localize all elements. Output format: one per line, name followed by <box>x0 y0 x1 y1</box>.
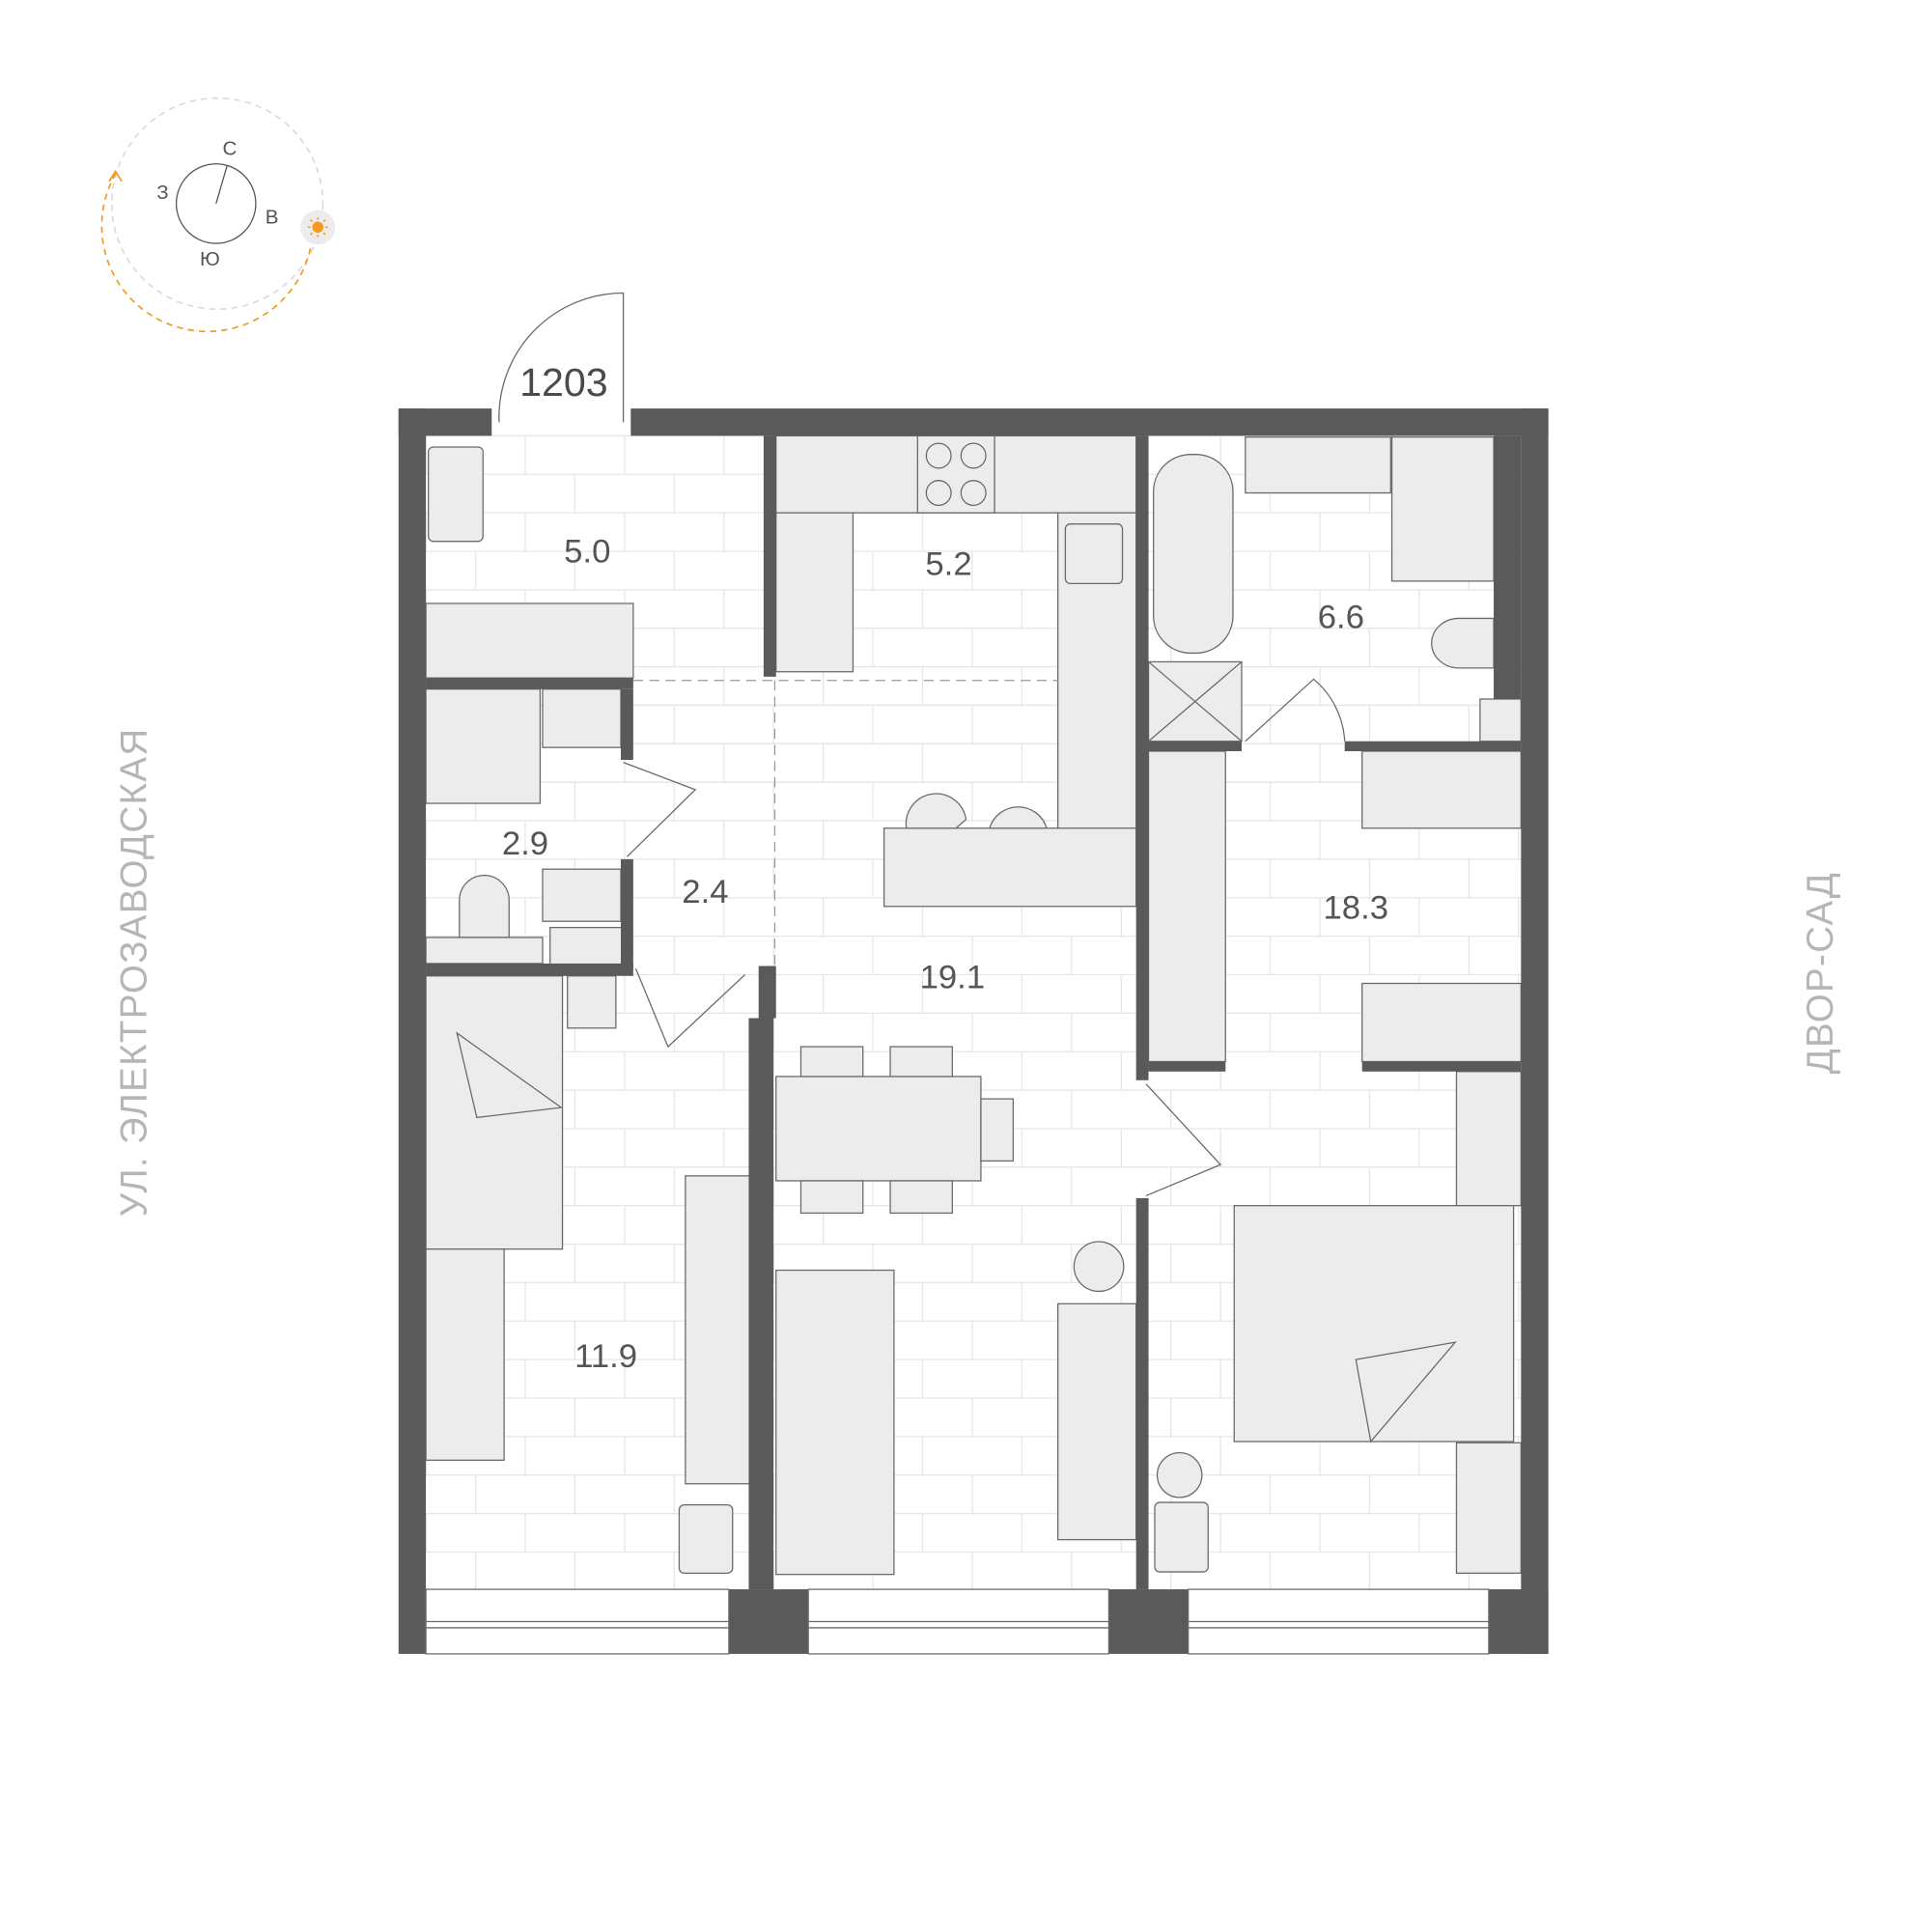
dining-table <box>775 1076 982 1182</box>
walls <box>398 408 1549 1654</box>
bedroom1-wardrobe <box>1147 750 1226 1063</box>
area-bathroom-small: 2.9 <box>502 826 548 862</box>
street-right-label: ДВОР-САД <box>1800 872 1841 1075</box>
tv-stand <box>1057 1302 1137 1541</box>
compass: С В Ю З <box>100 97 336 333</box>
bedroom1-shelf <box>1361 982 1522 1063</box>
bedroom1-shelf <box>1361 750 1522 829</box>
ottoman <box>678 1503 734 1574</box>
compass-north: С <box>222 138 237 160</box>
small-sink <box>542 868 622 922</box>
chair <box>980 1098 1015 1162</box>
ottoman <box>1154 1501 1209 1573</box>
small-toilet <box>459 874 510 938</box>
area-hall: 5.0 <box>564 534 610 571</box>
bar-stool <box>905 793 967 829</box>
area-kitchen: 5.2 <box>925 546 971 582</box>
bar-stool <box>989 806 1048 829</box>
vanity <box>1455 1442 1522 1574</box>
compass-needle <box>215 164 228 205</box>
compass-east: В <box>266 206 279 228</box>
area-bedroom-2: 11.9 <box>574 1338 637 1375</box>
area-living: 19.1 <box>920 960 986 996</box>
sofa <box>775 1269 895 1576</box>
windows <box>425 1588 1490 1655</box>
chair <box>799 1180 864 1215</box>
desk <box>425 1248 505 1461</box>
furniture <box>425 434 1522 1576</box>
water-heater <box>542 688 622 748</box>
hall-wardrobe <box>425 602 634 679</box>
doors <box>498 292 1346 1197</box>
shelf <box>425 937 544 965</box>
area-bedroom-1: 18.3 <box>1324 890 1389 927</box>
shower <box>1390 436 1495 582</box>
plant-icon <box>1156 1451 1203 1498</box>
shaft-small <box>549 926 625 967</box>
arrow-icon <box>108 169 123 182</box>
compass-dial <box>175 163 257 244</box>
blanket <box>1355 1341 1457 1443</box>
chair <box>889 1180 953 1215</box>
sun-path <box>100 173 312 333</box>
nightstand <box>567 975 617 1029</box>
dresser <box>1455 1071 1522 1207</box>
chair <box>799 1046 864 1078</box>
bathtub <box>1153 454 1234 655</box>
blanket <box>456 1031 563 1119</box>
double-sink <box>1245 436 1391 494</box>
sun-icon <box>300 210 336 245</box>
chair <box>889 1046 953 1078</box>
street-left-label: УЛ. ЭЛЕКТРОЗАВОДСКАЯ <box>114 728 155 1218</box>
compass-west: З <box>156 182 168 204</box>
compass-south: Ю <box>200 248 220 270</box>
bar-counter <box>882 827 1137 908</box>
entrance-door[interactable] <box>498 292 625 423</box>
area-corridor: 2.4 <box>682 874 728 910</box>
area-bathroom-main: 6.6 <box>1318 600 1364 636</box>
kitchen-sink <box>1064 523 1124 585</box>
fridge <box>775 512 854 673</box>
shoe-bench <box>428 446 484 543</box>
toilet <box>1431 617 1495 669</box>
plant-icon <box>1073 1241 1125 1293</box>
shaft <box>1479 698 1522 742</box>
apartment-number: 1203 <box>519 360 608 405</box>
small-shower <box>425 688 542 804</box>
